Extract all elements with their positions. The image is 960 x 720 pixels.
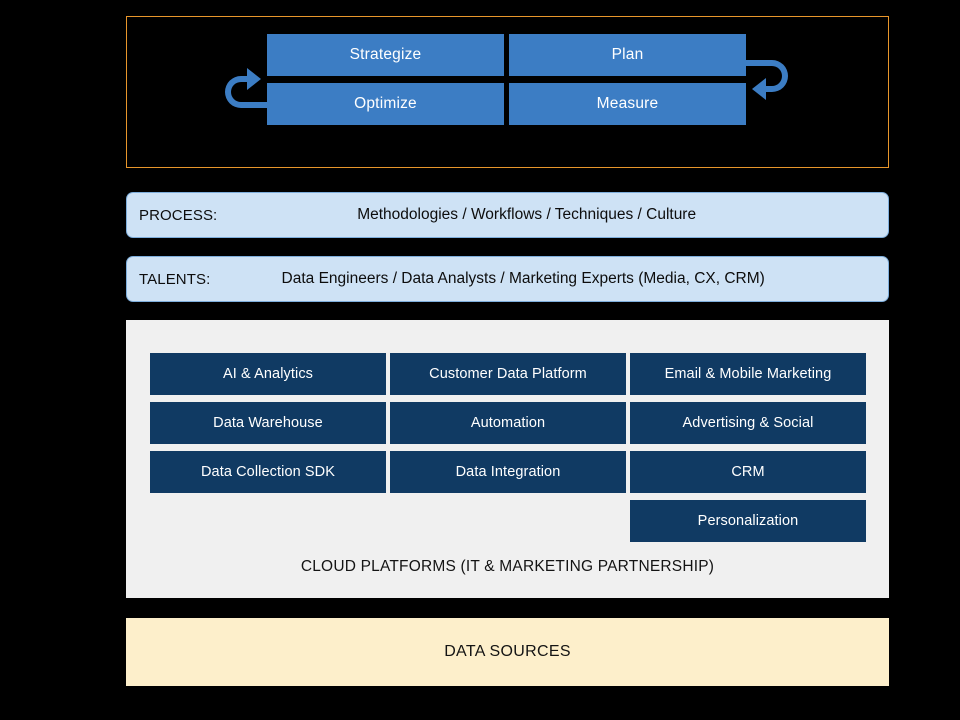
cycle-arrow-right-icon bbox=[744, 60, 788, 100]
cloud-platforms-panel: AI & Analytics Customer Data Platform Em… bbox=[126, 320, 889, 598]
cycle-quadrant-optimize[interactable]: Optimize bbox=[267, 83, 504, 125]
cloud-cell-label: Email & Mobile Marketing bbox=[664, 366, 832, 382]
layer-label-process: PROCESS: bbox=[139, 206, 218, 224]
layer-label-talents: TALENTS: bbox=[139, 270, 211, 288]
cycle-quadrants-wrapper: Strategize Plan Optimize Measure bbox=[225, 34, 788, 125]
layer-description-process: Methodologies / Workflows / Techniques /… bbox=[357, 206, 697, 223]
cloud-platforms-caption: CLOUD PLATFORMS (IT & MARKETING PARTNERS… bbox=[300, 558, 715, 575]
cloud-cell-data-integration[interactable]: Data Integration bbox=[390, 451, 626, 493]
cycle-arrow-left-icon bbox=[225, 68, 269, 108]
layer-bar-process[interactable]: PROCESS: Methodologies / Workflows / Tec… bbox=[126, 192, 889, 238]
cloud-cell-label: Data Collection SDK bbox=[200, 464, 336, 480]
cloud-cell-label: Data Warehouse bbox=[213, 415, 323, 431]
cloud-cell-data-warehouse[interactable]: Data Warehouse bbox=[150, 402, 386, 444]
cycle-quadrant-label: Measure bbox=[596, 95, 659, 112]
cloud-cell-spacer bbox=[150, 500, 386, 542]
cloud-cell-label: Data Integration bbox=[455, 464, 561, 480]
layer-bar-talents[interactable]: TALENTS: Data Engineers / Data Analysts … bbox=[126, 256, 889, 302]
cycle-quadrant-label: Plan bbox=[611, 46, 644, 63]
cycle-quadrant-grid: Strategize Plan Optimize Measure bbox=[267, 34, 746, 125]
cloud-cell-label: Automation bbox=[470, 415, 546, 431]
cloud-cell-label: Customer Data Platform bbox=[429, 366, 587, 382]
cycle-quadrant-plan[interactable]: Plan bbox=[509, 34, 746, 76]
cloud-cell-label: Personalization bbox=[697, 513, 799, 529]
cloud-cell-label: CRM bbox=[731, 464, 765, 480]
cloud-cell-advertising-social[interactable]: Advertising & Social bbox=[630, 402, 866, 444]
cloud-cell-email-mobile-marketing[interactable]: Email & Mobile Marketing bbox=[630, 353, 866, 395]
cycle-quadrant-label: Optimize bbox=[354, 95, 417, 112]
cloud-cell-data-collection-sdk[interactable]: Data Collection SDK bbox=[150, 451, 386, 493]
cloud-cell-customer-data-platform[interactable]: Customer Data Platform bbox=[390, 353, 626, 395]
cloud-cell-label: Advertising & Social bbox=[682, 415, 814, 431]
cloud-cell-ai-analytics[interactable]: AI & Analytics bbox=[150, 353, 386, 395]
data-sources-label: DATA SOURCES bbox=[444, 643, 571, 660]
cloud-cell-crm[interactable]: CRM bbox=[630, 451, 866, 493]
cloud-cell-spacer bbox=[390, 500, 626, 542]
cloud-cell-label: AI & Analytics bbox=[222, 366, 314, 382]
cycle-quadrant-label: Strategize bbox=[349, 46, 422, 63]
cycle-quadrant-measure[interactable]: Measure bbox=[509, 83, 746, 125]
cycle-quadrant-strategize[interactable]: Strategize bbox=[267, 34, 504, 76]
cloud-cell-automation[interactable]: Automation bbox=[390, 402, 626, 444]
cloud-cell-personalization[interactable]: Personalization bbox=[630, 500, 866, 542]
cloud-platforms-grid: AI & Analytics Customer Data Platform Em… bbox=[150, 353, 866, 542]
data-sources-bar[interactable]: DATA SOURCES bbox=[126, 618, 889, 686]
cycle-panel: Strategize Plan Optimize Measure bbox=[126, 16, 889, 168]
layer-description-talents: Data Engineers / Data Analysts / Marketi… bbox=[281, 270, 765, 287]
